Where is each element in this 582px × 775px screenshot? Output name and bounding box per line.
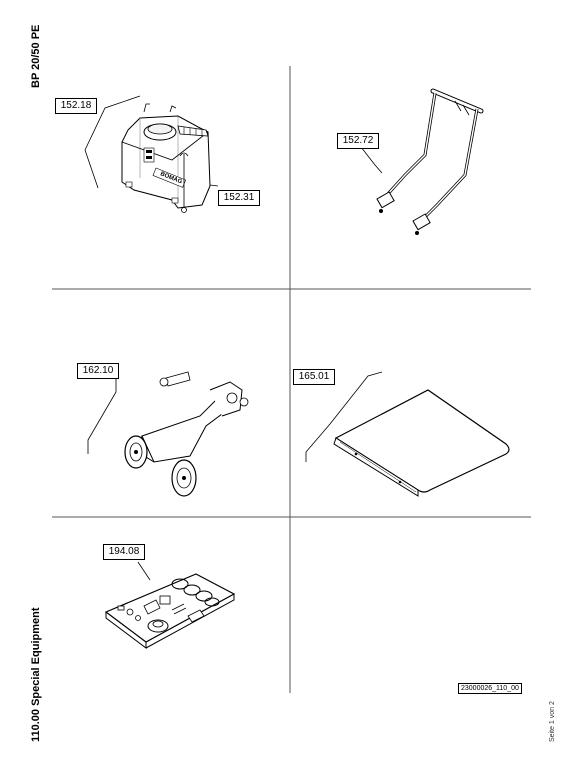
document-number: 23000026_110_00 [458, 683, 522, 694]
part-label-152-18: 152.18 [55, 98, 97, 114]
tool-kit-illustration [104, 561, 236, 649]
transport-wheels-illustration [87, 371, 249, 497]
part-label-152-72: 152.72 [337, 133, 379, 149]
part-label-165-01: 165.01 [293, 369, 335, 385]
protective-plate-illustration [305, 371, 510, 497]
part-label-162-10: 162.10 [77, 363, 119, 379]
part-label-194-08: 194.08 [103, 544, 145, 560]
guide-handle-illustration [360, 88, 484, 235]
water-tank-illustration: BOMAG [84, 95, 219, 213]
part-label-152-31: 152.31 [218, 190, 260, 206]
